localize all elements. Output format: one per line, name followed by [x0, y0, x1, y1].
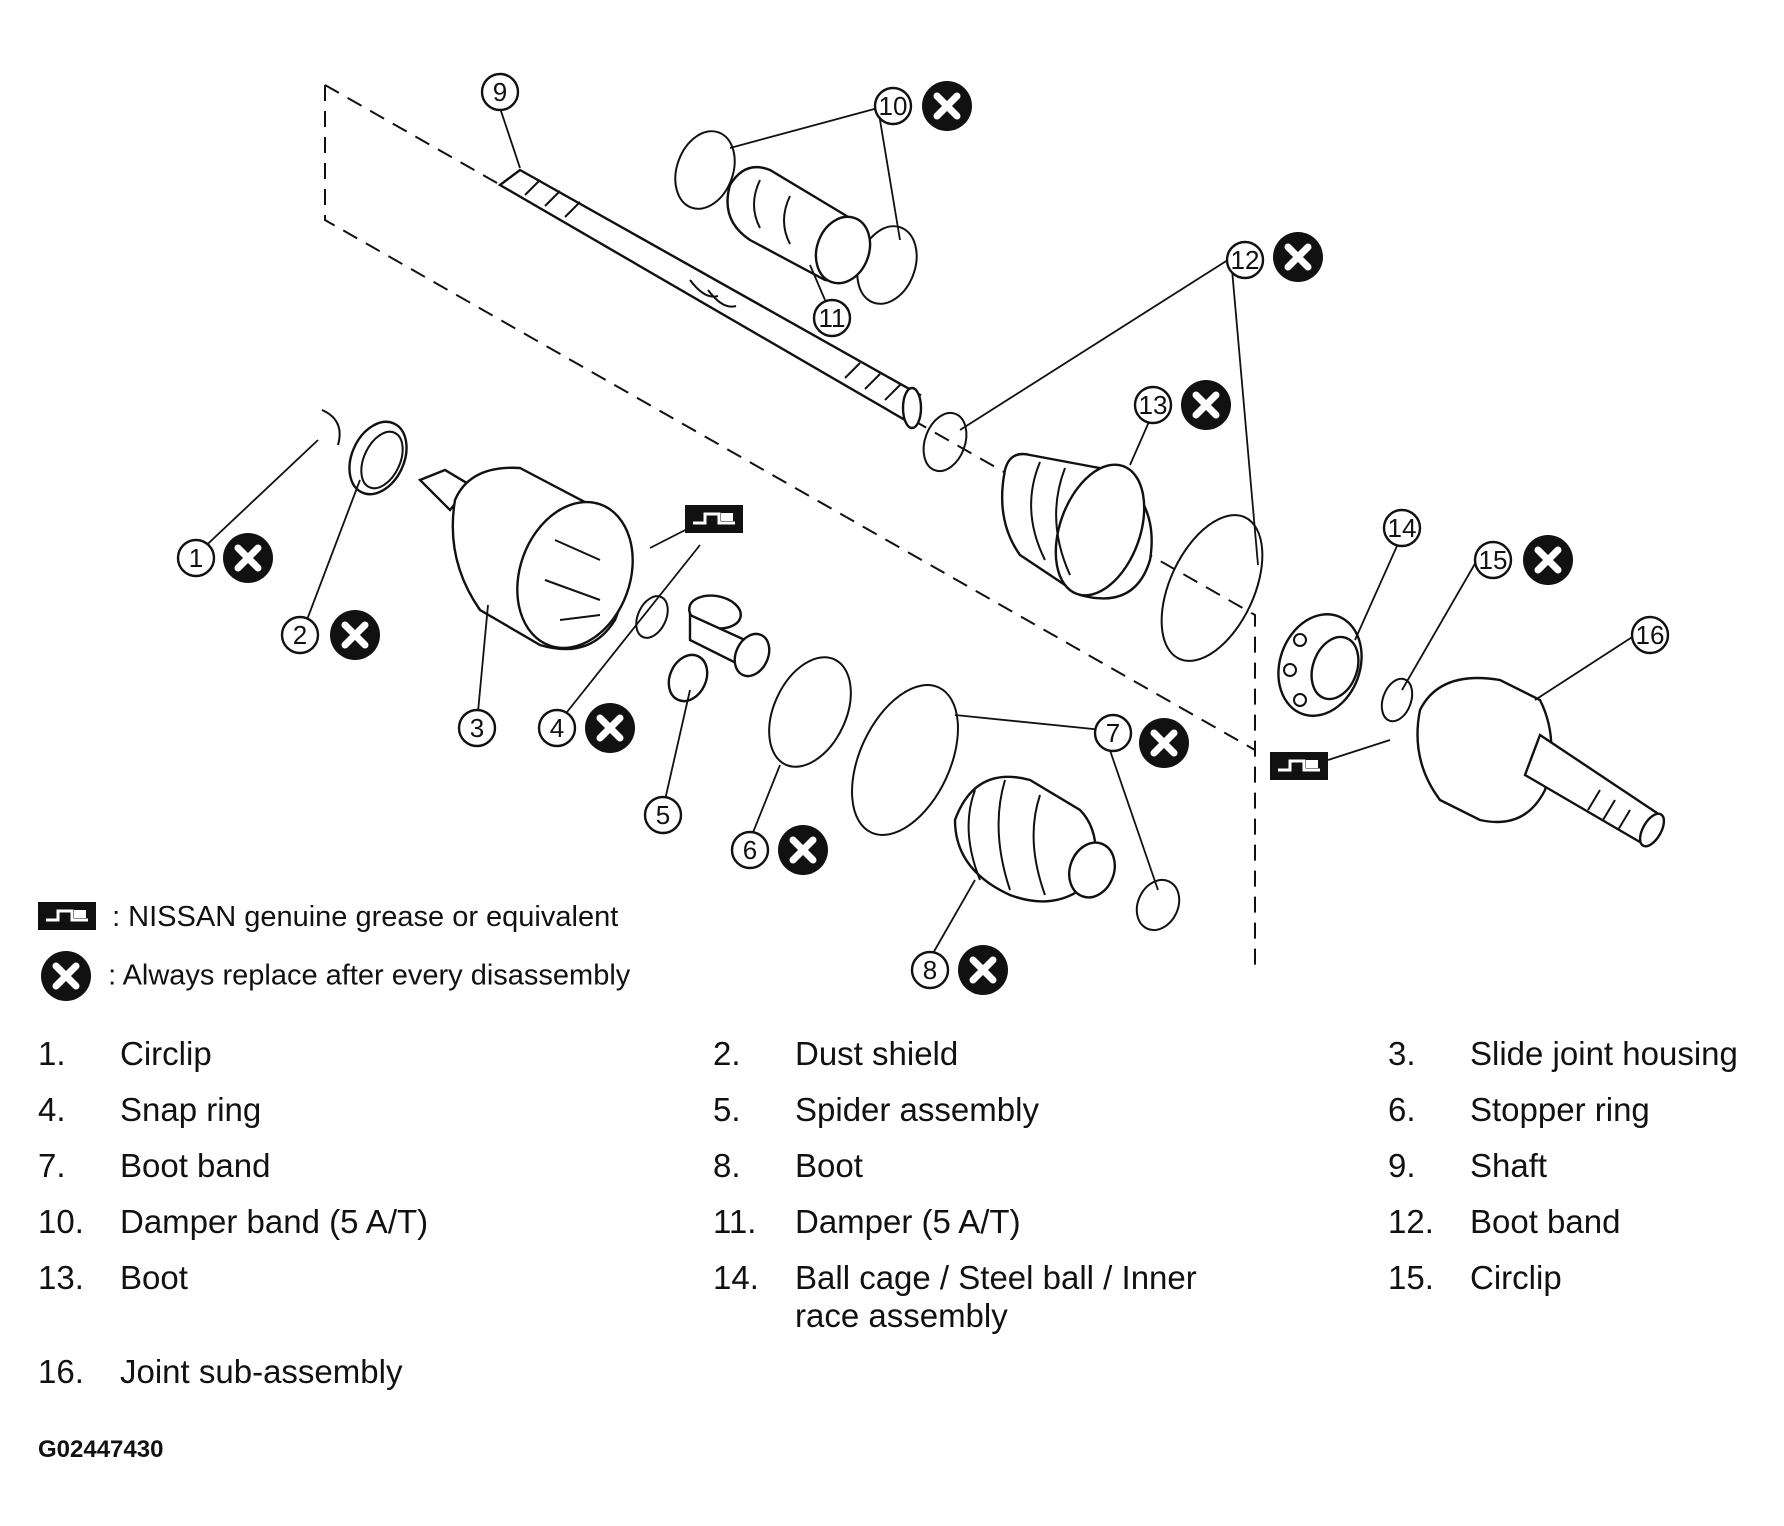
callout-number: 5 — [656, 800, 670, 830]
callout-number: 8 — [923, 955, 937, 985]
callout-12: 12 — [1225, 232, 1323, 282]
parts-row: 10.Damper band (5 A/T) 11.Damper (5 A/T)… — [38, 1203, 1758, 1241]
callout-number: 12 — [1231, 245, 1260, 275]
callout-number: 6 — [743, 835, 757, 865]
callout-number: 2 — [293, 620, 307, 650]
callout-2: 2 — [280, 610, 380, 660]
legend-grease-text: : NISSAN genuine grease or equivalent — [112, 900, 619, 933]
shaft — [497, 168, 923, 430]
callout-4: 4 — [537, 703, 635, 753]
stopper-ring — [768, 656, 852, 768]
grease-symbol-housing — [683, 503, 745, 535]
callout-number: 16 — [1636, 620, 1665, 650]
part-item: 4.Snap ring — [38, 1091, 262, 1128]
callout-number: 10 — [879, 91, 908, 121]
boot-band-large — [1160, 514, 1264, 662]
parts-list: 1.Circlip 2.Dust shield 3.Slide joint ho… — [38, 1035, 1758, 1409]
replace-icon — [922, 81, 972, 131]
part-item: 13.Boot — [38, 1259, 188, 1296]
joint-sub-assembly — [1416, 676, 1666, 848]
ball-cage-assembly — [1277, 613, 1363, 717]
circlip-inner — [321, 409, 341, 446]
legend-grease: : NISSAN genuine grease or equivalent — [38, 900, 618, 934]
callout-number: 9 — [493, 77, 507, 107]
callout-number: 7 — [1106, 718, 1120, 748]
replace-icon — [1523, 535, 1573, 585]
replace-icon — [38, 948, 94, 1004]
part-item: 3.Slide joint housing — [1388, 1035, 1738, 1072]
outer-boot — [1000, 452, 1153, 600]
grease-icon — [38, 902, 98, 932]
callout-number: 1 — [189, 543, 203, 573]
legend-replace: : Always replace after every disassembly — [38, 948, 630, 1004]
part-item: 6.Stopper ring — [1388, 1091, 1650, 1128]
damper-band-left — [674, 130, 736, 210]
callout-number: 11 — [819, 303, 846, 333]
damper — [726, 165, 872, 285]
slide-joint-housing — [417, 466, 634, 651]
circlip-outer — [1380, 677, 1414, 723]
callout-5: 5 — [643, 795, 683, 835]
part-item: 10.Damper band (5 A/T) — [38, 1203, 429, 1240]
replace-icon — [1139, 718, 1189, 768]
part-item: 2.Dust shield — [713, 1035, 959, 1072]
parts-row: 1.Circlip 2.Dust shield 3.Slide joint ho… — [38, 1035, 1758, 1073]
replace-icon — [958, 945, 1008, 995]
replace-icon — [223, 533, 273, 583]
replace-icon — [778, 825, 828, 875]
replace-icon — [1273, 232, 1323, 282]
parts-row: 4.Snap ring 5.Spider assembly 6.Stopper … — [38, 1091, 1758, 1129]
parts-row: 7.Boot band 8.Boot 9.Shaft — [38, 1147, 1758, 1185]
callout-number: 15 — [1479, 545, 1508, 575]
part-item: 12.Boot band — [1388, 1203, 1621, 1240]
callout-number: 14 — [1388, 513, 1417, 543]
callout-6: 6 — [730, 825, 828, 875]
replace-icon — [330, 610, 380, 660]
replace-icon — [1181, 380, 1231, 430]
part-item: 5.Spider assembly — [713, 1091, 1039, 1128]
grease-symbol-joint — [1268, 750, 1330, 782]
callout-7: 7 — [1093, 713, 1189, 768]
part-item: 8.Boot — [713, 1147, 863, 1184]
legend-replace-text: : Always replace after every disassembly — [108, 959, 631, 992]
part-item: 7.Boot band — [38, 1147, 271, 1184]
callout-8: 8 — [910, 945, 1008, 995]
callout-3: 3 — [457, 708, 497, 748]
callout-11: 11 — [812, 298, 852, 338]
callout-number: 13 — [1139, 390, 1168, 420]
callout-13: 13 — [1133, 380, 1231, 430]
callout-14: 14 — [1382, 508, 1422, 548]
parts-row: 13.Boot 14.Ball cage / Steel ball / Inne… — [38, 1259, 1758, 1335]
dust-shield — [348, 420, 408, 496]
leader-lines — [195, 107, 1641, 956]
part-item: 15.Circlip — [1388, 1259, 1562, 1296]
part-item: 9.Shaft — [1388, 1147, 1548, 1184]
snap-ring — [635, 595, 669, 639]
callout-9: 9 — [480, 72, 520, 112]
boot-band-inner-large — [851, 684, 959, 836]
part-item: 14.Ball cage / Steel ball / Inner race a… — [713, 1259, 1197, 1334]
boot-band-inner-small — [1135, 878, 1181, 932]
callout-number: 3 — [470, 713, 484, 743]
part-item: 1.Circlip — [38, 1035, 212, 1072]
boot-band-small — [922, 411, 968, 473]
spider-assembly — [667, 594, 771, 703]
part-item: 11.Damper (5 A/T) — [713, 1203, 1021, 1240]
parts-row: 16.Joint sub-assembly — [38, 1353, 1758, 1391]
part-item: 16.Joint sub-assembly — [38, 1353, 403, 1390]
figure-id: G02447430 — [38, 1436, 164, 1463]
replace-icon — [585, 703, 635, 753]
inner-boot — [953, 775, 1116, 903]
callout-1: 1 — [176, 533, 273, 583]
callout-number: 4 — [550, 713, 564, 743]
callout-15: 15 — [1473, 535, 1573, 585]
callout-16: 16 — [1630, 615, 1670, 655]
callout-10: 10 — [873, 81, 972, 131]
exploded-boundary — [324, 84, 1256, 965]
